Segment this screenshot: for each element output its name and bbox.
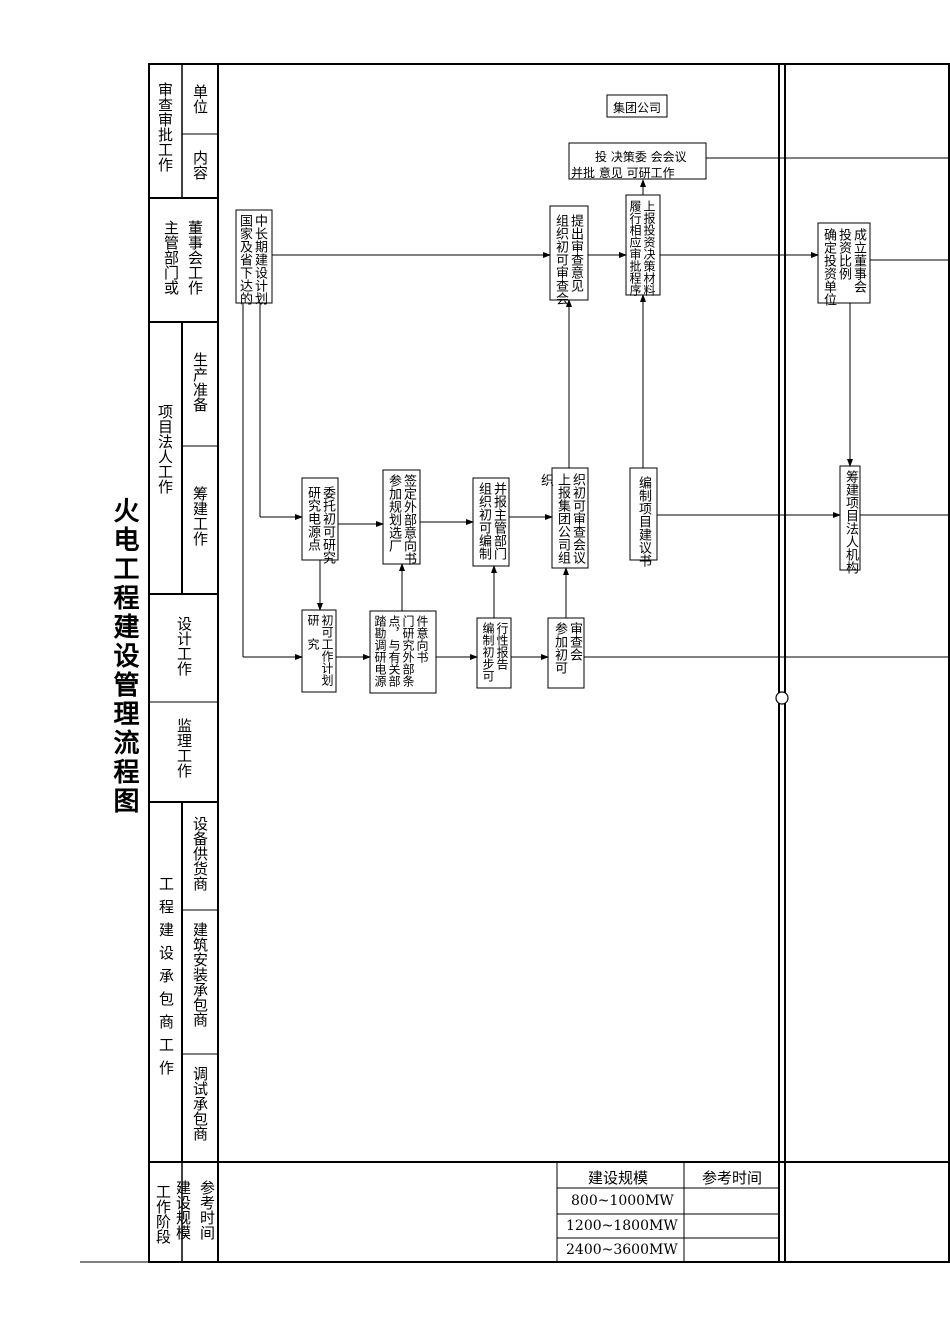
box-guojia: 中长期建设计划国家及省下达的	[237, 214, 267, 305]
label-shencha: 审查审批工作	[156, 82, 174, 172]
box-xingxing: 行性报告编制初步可	[481, 622, 509, 682]
label-danwei: 单位	[191, 84, 209, 114]
label-guimo: 建设规模	[174, 1180, 192, 1240]
label-zhuguan-b: 董事会工作	[186, 220, 204, 295]
box-juece-line1: 投 决策委 会会议	[595, 150, 687, 164]
box-jianyi: 件意向书门研究外部条点，与有关部踏勘调研电源	[373, 615, 429, 687]
box-shenchahui: 审查会参加初可	[552, 622, 582, 674]
box-bianzhi: 编制项目建议书	[636, 476, 651, 567]
label-jianli: 监理工作	[175, 718, 193, 778]
label-shebei: 设备供货商	[191, 816, 209, 891]
box-jituan: 集团公司	[613, 101, 662, 115]
label-shijian: 参考时间	[198, 1180, 216, 1240]
page-title: 火电工程建设管理流程图	[109, 497, 139, 816]
label-shengchan: 生产准备	[191, 352, 209, 412]
box-chengli: 成立董事会投资比例确定投资单位	[821, 228, 866, 306]
connector-circle	[775, 691, 789, 705]
label-gongcheng: 工程建设承包商工作	[157, 876, 175, 1083]
label-neirong: 内容	[191, 150, 209, 180]
box-juece-line2: 并批 意见 可研工作	[571, 166, 675, 180]
label-jianzhu: 建筑安装承包商	[191, 922, 209, 1027]
box-choujianfaren: 筹建项目法人机构	[843, 470, 858, 574]
fragment-zhi: 织	[541, 474, 555, 489]
table-row-3: 2400~3600MW	[566, 1242, 678, 1258]
box-qianding: 签定外部意向书参加规划选厂	[386, 474, 416, 565]
box-shangbao: 上报投资决策材料履行相应审批程序	[628, 200, 656, 296]
label-choujian: 筹建工作	[191, 486, 209, 546]
table-header-shijian: 参考时间	[702, 1169, 763, 1187]
box-chuke: 初可工作计划研 究	[306, 614, 334, 686]
box-bingbao: 并报主管部门组织初可编制	[476, 482, 506, 560]
label-xiangmu: 项目法人工作	[156, 404, 174, 494]
box-weituo: 委托初可研究研究电源点	[305, 486, 335, 564]
box-zhizhi: 织初可审查会议上报集团公司组	[555, 473, 585, 564]
frame-outer	[148, 63, 950, 1263]
label-tiaoshi: 调试承包商	[191, 1066, 209, 1141]
table-row-1: 800~1000MW	[571, 1193, 674, 1209]
label-sheji: 设计工作	[175, 616, 193, 676]
label-jieduan: 工作阶段	[154, 1184, 172, 1244]
label-zhuguan-a: 主管部门或	[162, 220, 180, 295]
box-tichu: 提出审查意见组织初可审查会	[553, 214, 583, 305]
table-header-guimo: 建设规模	[588, 1169, 649, 1187]
table-row-2: 1200~1800MW	[566, 1218, 678, 1234]
